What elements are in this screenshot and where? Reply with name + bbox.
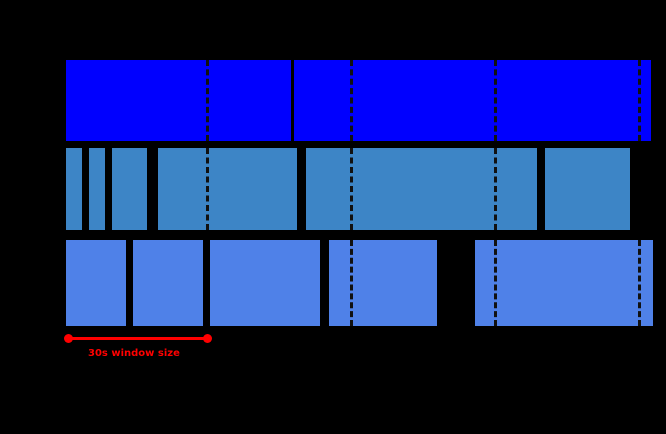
bar-segment[interactable] (89, 148, 105, 230)
bar-segment[interactable] (329, 240, 437, 326)
bar-segment[interactable] (66, 148, 82, 230)
bar-track-1 (0, 60, 666, 141)
bar-segment[interactable] (158, 148, 297, 230)
window-span-start-dot (64, 334, 73, 343)
bar-segment[interactable] (112, 148, 147, 230)
bar-segment[interactable] (545, 148, 630, 230)
bar-track-3 (0, 240, 666, 326)
window-span-end-dot (203, 334, 212, 343)
bar-segment[interactable] (306, 148, 537, 230)
bar-segment[interactable] (475, 240, 653, 326)
bar-track-2 (0, 148, 666, 230)
bar-segment[interactable] (66, 240, 126, 326)
window-size-label: 30s window size (88, 348, 180, 359)
bar-segment[interactable] (294, 60, 651, 141)
bar-segment[interactable] (66, 60, 291, 141)
bar-segment[interactable] (210, 240, 320, 326)
window-span-line (68, 337, 207, 340)
bar-segment[interactable] (133, 240, 203, 326)
